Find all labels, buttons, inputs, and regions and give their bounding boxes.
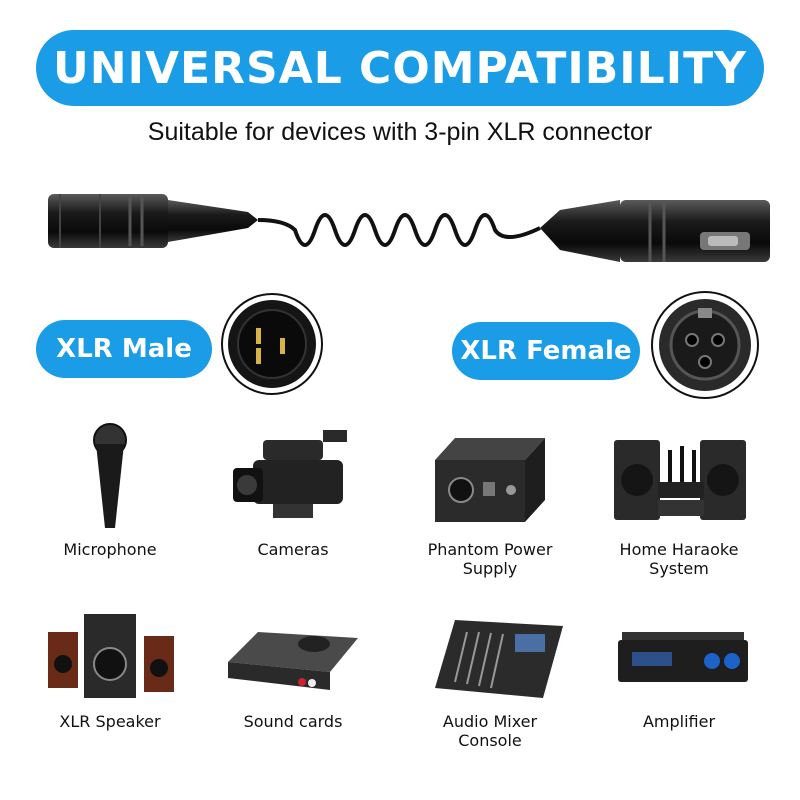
microphone-icon bbox=[93, 423, 127, 528]
device-sound-card: Sound cards bbox=[208, 602, 378, 731]
female-connector-icon bbox=[540, 200, 770, 262]
sound-card-icon bbox=[228, 632, 358, 690]
mixer-icon bbox=[435, 620, 563, 698]
title-banner: UNIVERSAL COMPATIBILITY bbox=[36, 30, 764, 106]
banner-title: UNIVERSAL COMPATIBILITY bbox=[53, 42, 747, 94]
device-label: Amplifier bbox=[642, 712, 716, 731]
device-cameras: Cameras bbox=[208, 420, 378, 559]
device-mixer: Audio Mixer Console bbox=[405, 602, 575, 750]
speaker-icon bbox=[48, 614, 174, 698]
xlr-male-pins-icon bbox=[221, 293, 323, 395]
xlr-female-text: XLR Female bbox=[460, 336, 632, 366]
device-amplifier: Amplifier bbox=[594, 602, 764, 731]
xlr-female-socket-icon bbox=[651, 291, 759, 399]
xlr-male-text: XLR Male bbox=[56, 334, 192, 364]
xlr-male-label: XLR Male bbox=[36, 320, 212, 378]
camera-icon bbox=[233, 430, 347, 518]
device-label: Sound cards bbox=[243, 712, 343, 731]
device-speaker: XLR Speaker bbox=[25, 602, 195, 731]
device-label: Cameras bbox=[257, 540, 329, 559]
device-microphone: Microphone bbox=[25, 420, 195, 559]
device-label: Microphone bbox=[63, 540, 157, 559]
xlr-cable-image bbox=[48, 194, 770, 262]
device-label: XLR Speaker bbox=[59, 712, 161, 731]
coiled-cable-icon bbox=[257, 213, 541, 247]
device-label: Audio Mixer Console bbox=[442, 712, 538, 750]
xlr-female-label: XLR Female bbox=[452, 322, 640, 380]
device-karaoke: Home Haraoke System bbox=[594, 420, 764, 578]
device-phantom-power: Phantom Power Supply bbox=[405, 420, 575, 578]
male-connector-icon bbox=[48, 194, 258, 248]
karaoke-system-icon bbox=[614, 440, 746, 520]
subtitle: Suitable for devices with 3-pin XLR conn… bbox=[147, 118, 653, 146]
device-label: Phantom Power Supply bbox=[427, 540, 553, 578]
phantom-power-icon bbox=[435, 438, 545, 522]
amplifier-icon bbox=[618, 632, 748, 682]
device-label: Home Haraoke System bbox=[619, 540, 739, 578]
